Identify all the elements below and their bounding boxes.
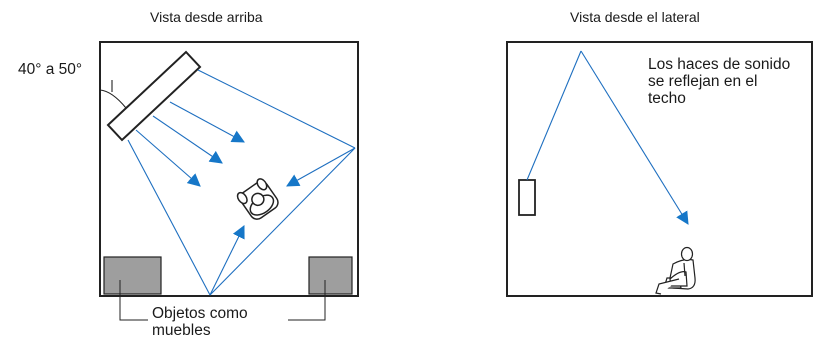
top-view-panel: [99, 41, 359, 321]
side-view-room-outline: [506, 41, 813, 297]
furniture-label: Objetos como muebles: [152, 305, 248, 340]
furniture-left: [103, 256, 162, 295]
side-view-title: Vista desde el lateral: [570, 9, 700, 25]
side-view-panel: [506, 41, 813, 297]
beam-lines: [127, 69, 356, 296]
furniture-callout: [119, 280, 326, 321]
furniture-right: [308, 256, 353, 295]
soundbar: [106, 50, 202, 142]
reflection-note: Los haces de sonido se reflejan en el te…: [648, 56, 791, 108]
soundbar-side: [518, 179, 536, 216]
angle-indicator: [99, 80, 127, 109]
ceiling-reflection-beam: [526, 50, 689, 225]
listener-top-view: [236, 178, 279, 220]
angle-label: 40° a 50°: [18, 61, 83, 78]
top-view-title: Vista desde arriba: [150, 9, 263, 25]
listener-side-view: [655, 246, 696, 297]
top-view-room-outline: [99, 41, 359, 297]
